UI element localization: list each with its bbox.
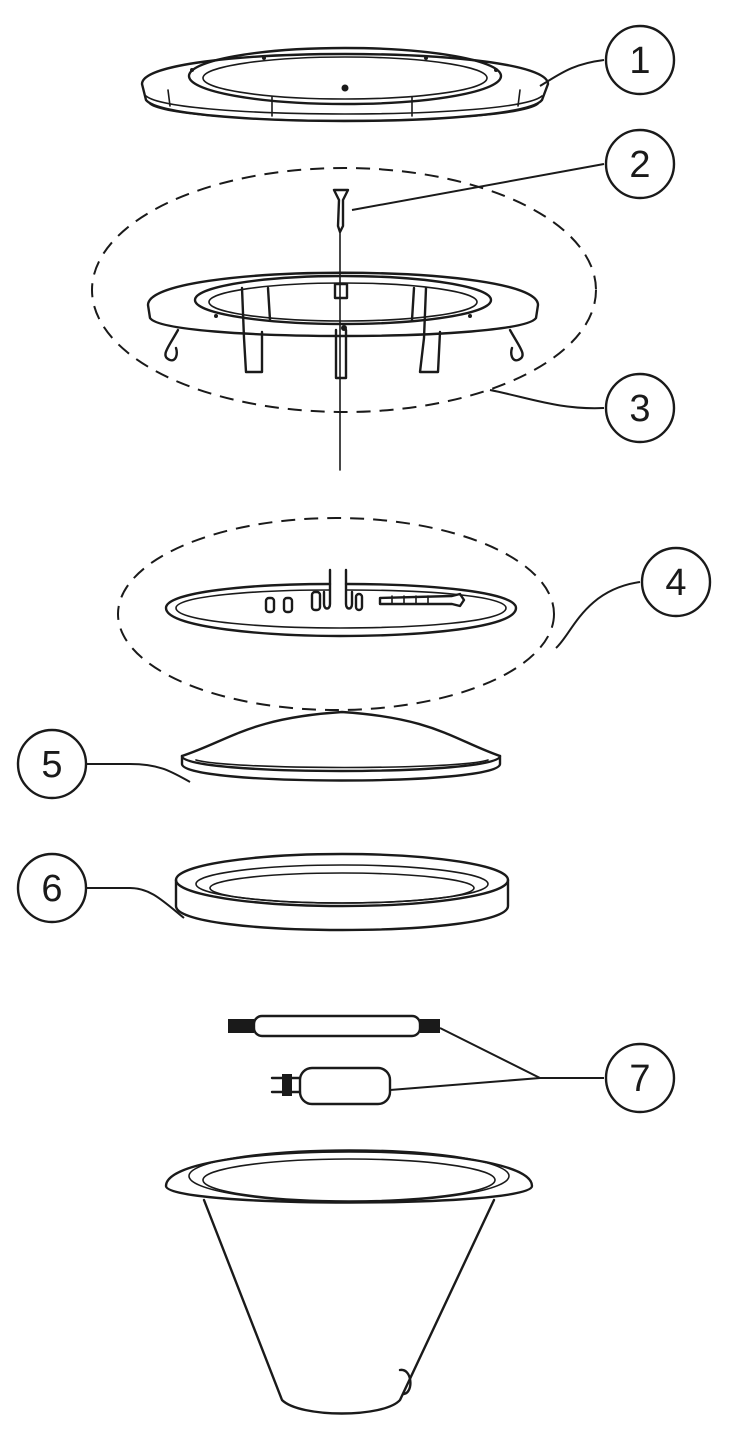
callout-5-circle	[16, 728, 88, 800]
callout-5-label: 5	[41, 744, 62, 786]
callout-4-label: 4	[665, 562, 686, 604]
part-7-lamp-and-cable	[228, 1014, 440, 1106]
callout-6-circle	[16, 852, 88, 924]
leader-lines	[82, 59, 641, 1091]
callout-6-label: 6	[41, 868, 62, 910]
callout-3-circle	[604, 372, 676, 444]
callout-7-circle	[604, 1042, 676, 1114]
callout-1: 1	[604, 24, 676, 96]
part-3-bracket-assembly	[91, 167, 597, 413]
callout-1-label: 1	[629, 40, 650, 82]
callout-7-label: 7	[629, 1058, 650, 1100]
callout-7: 7	[604, 1042, 676, 1114]
callout-6: 6	[16, 852, 88, 924]
callout-4: 4	[640, 546, 712, 618]
niche-housing	[164, 1149, 534, 1415]
part-1-face-ring	[140, 46, 550, 123]
callout-5: 5	[16, 728, 88, 800]
callout-2: 2	[604, 128, 676, 200]
callout-3-label: 3	[629, 388, 650, 430]
callout-2-label: 2	[629, 144, 650, 186]
part-6-gasket	[174, 852, 510, 932]
callout-3: 3	[604, 372, 676, 444]
callout-2-circle	[604, 128, 676, 200]
part-5-lens	[180, 710, 502, 782]
part-4-clamp-ring-kit	[117, 517, 555, 711]
callout-1-circle	[604, 24, 676, 96]
callout-4-circle	[640, 546, 712, 618]
